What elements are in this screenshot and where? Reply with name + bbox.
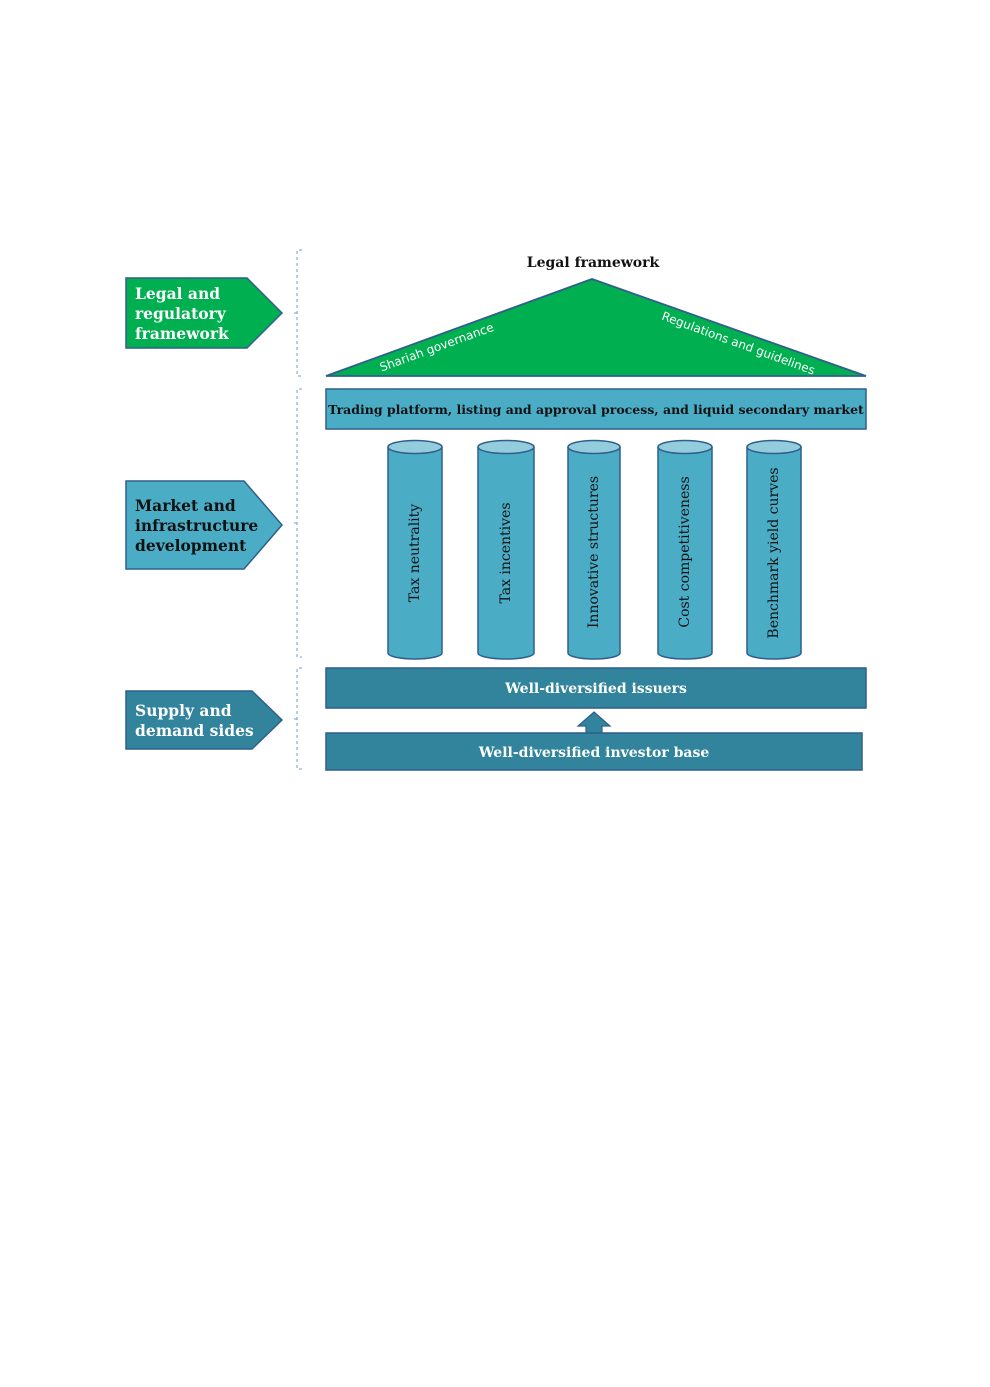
section-arrow-market: Market and infrastructure development <box>125 480 283 570</box>
section-market-line-3: development <box>135 536 247 555</box>
pillar: Cost competitiveness <box>657 439 713 660</box>
section-supply-line-1: Supply and <box>135 701 232 720</box>
section-arrow-supply: Supply and demand sides <box>125 690 284 750</box>
section-supply-line-2: demand sides <box>135 721 254 740</box>
section-brackets <box>291 249 302 770</box>
section-legal-line-1: Legal and <box>135 284 220 303</box>
beam-label: Trading platform, listing and approval p… <box>328 402 864 417</box>
issuers-bar <box>325 667 867 709</box>
bracket-legal <box>291 249 302 377</box>
pillar-label-tax-neutrality: Tax neutrality <box>407 504 423 603</box>
svg-text:Market and infrastructur: Market and infrastructure development <box>135 496 264 555</box>
beam-bar <box>325 388 867 430</box>
section-market-line-2: infrastructure <box>135 516 258 535</box>
pillar: Tax neutrality <box>387 439 443 660</box>
section-market-line-1: Market and <box>135 496 236 515</box>
section-legal-line-2: regulatory <box>135 304 227 323</box>
pillar: Innovative structures <box>567 439 621 660</box>
pillar: Benchmark yield curves <box>746 439 802 660</box>
section-legal-line-3: framework <box>135 324 229 343</box>
up-arrow-icon <box>576 711 612 735</box>
pillars: Tax neutrality Tax incentives Innovative… <box>387 439 802 660</box>
investors-label: Well-diversified investor base <box>478 745 710 761</box>
roof-triangle <box>325 278 867 377</box>
pillar-label-benchmark-yield-curves: Benchmark yield curves <box>766 467 782 638</box>
bracket-market <box>291 388 302 658</box>
svg-text:Supply and demand sides: Supply and demand sides <box>135 701 254 740</box>
section-arrow-legal: Legal and regulatory framework <box>125 277 284 349</box>
bracket-supply <box>291 667 302 770</box>
pillar: Tax incentives <box>477 439 535 660</box>
svg-text:Legal and regulatory: Legal and regulatory framework <box>135 284 231 343</box>
investors-bar <box>325 732 863 771</box>
pillar-label-tax-incentives: Tax incentives <box>498 502 514 603</box>
roof-title: Legal framework <box>527 255 660 271</box>
pillar-label-cost-competitiveness: Cost competitiveness <box>677 476 693 627</box>
pillar-label-innovative-structures: Innovative structures <box>586 476 602 628</box>
issuers-label: Well-diversified issuers <box>504 681 687 697</box>
